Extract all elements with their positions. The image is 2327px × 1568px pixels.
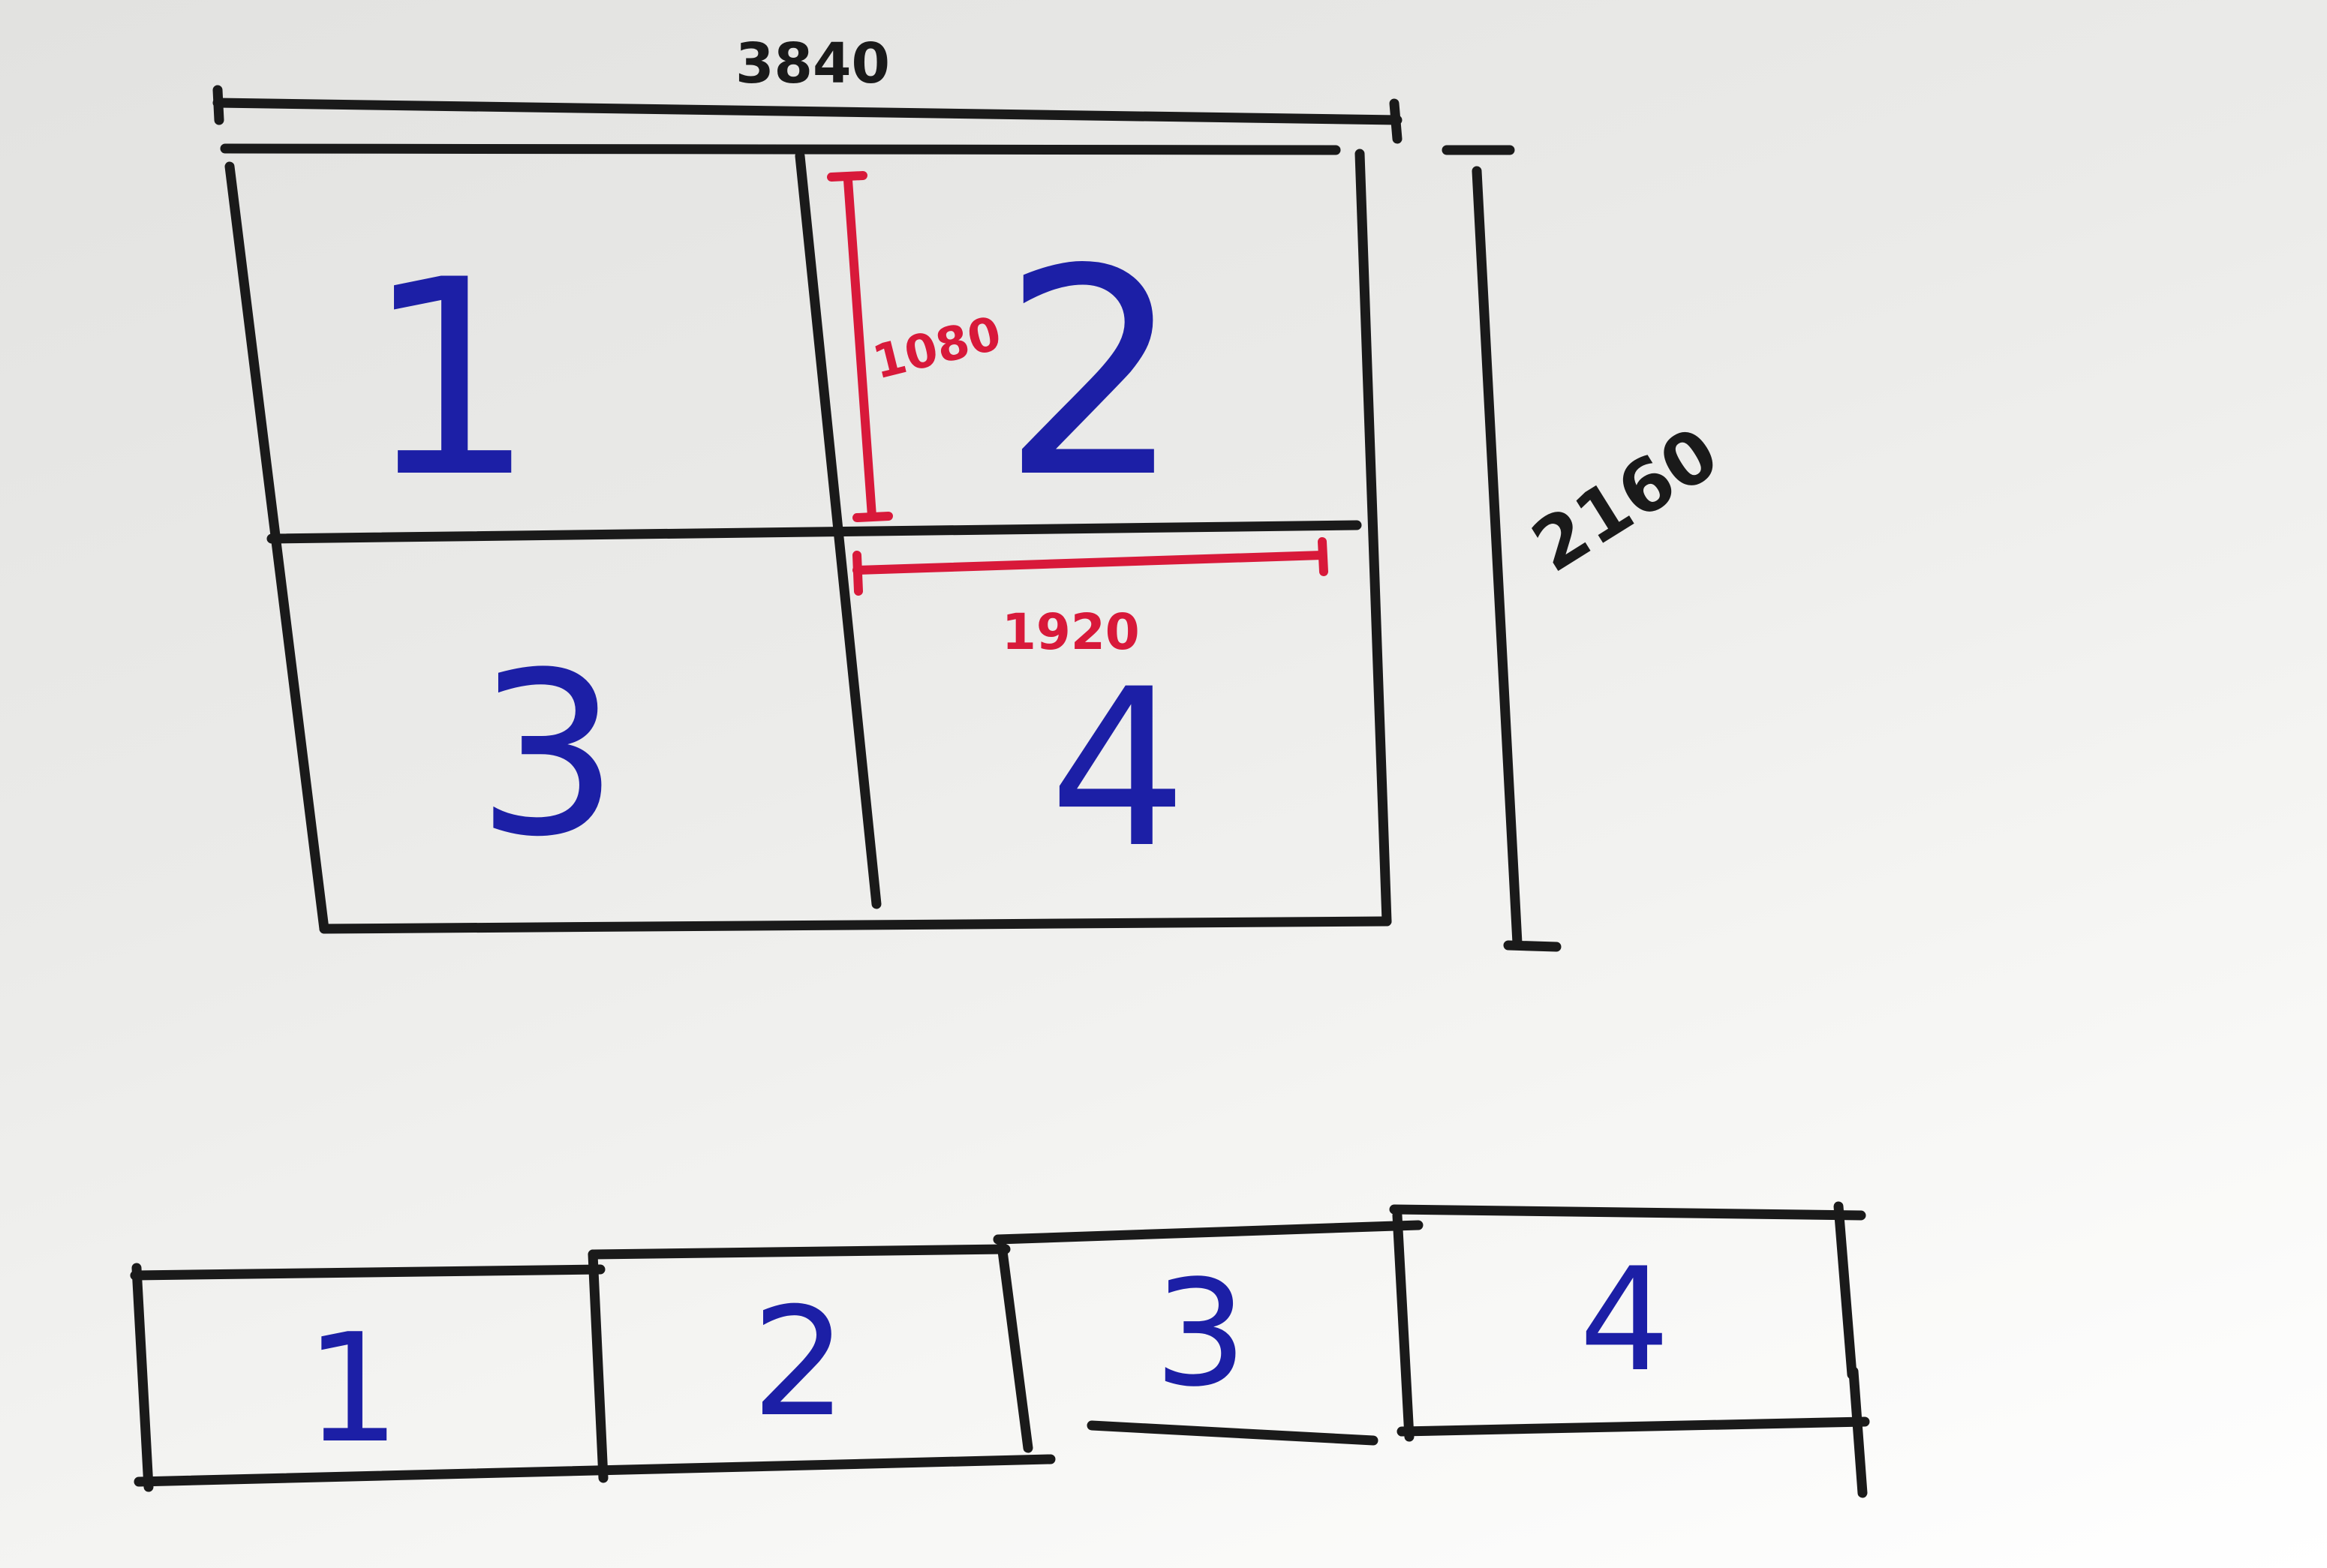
- grid-cell-2: 2: [1001, 208, 1183, 540]
- strip-cell-1: 1: [305, 1302, 400, 1476]
- cell-width-dimension: [852, 537, 1328, 596]
- total-height-label: 2160: [1518, 411, 1733, 589]
- grid-cell-1: 1: [364, 222, 536, 536]
- strip-top-edge: [130, 1204, 1866, 1281]
- cell-width-label: 1920: [1002, 603, 1140, 661]
- cell-height-label: 1080: [867, 305, 1006, 390]
- strip-dividers: [131, 1201, 1868, 1498]
- grid-cell-4: 4: [1049, 643, 1188, 896]
- strip-diagram: 1 2 3 4: [130, 1201, 1870, 1498]
- strip-cell-3: 3: [1154, 1248, 1247, 1419]
- grid-cell-3: 3: [477, 624, 620, 886]
- total-width-label: 3840: [735, 32, 890, 96]
- height-dimension-line: [1442, 145, 1562, 952]
- strip-bottom-edge: [134, 1416, 1870, 1487]
- cell-height-dimension: [827, 171, 893, 522]
- grid-dividers: [266, 151, 1362, 909]
- grid-diagram: 3840 1080 1920: [212, 32, 1733, 952]
- strip-cell-2: 2: [751, 1275, 846, 1450]
- grid-outer-frame: [220, 143, 1392, 934]
- strip-cell-4: 4: [1580, 1237, 1670, 1403]
- width-dimension-line: [212, 85, 1403, 144]
